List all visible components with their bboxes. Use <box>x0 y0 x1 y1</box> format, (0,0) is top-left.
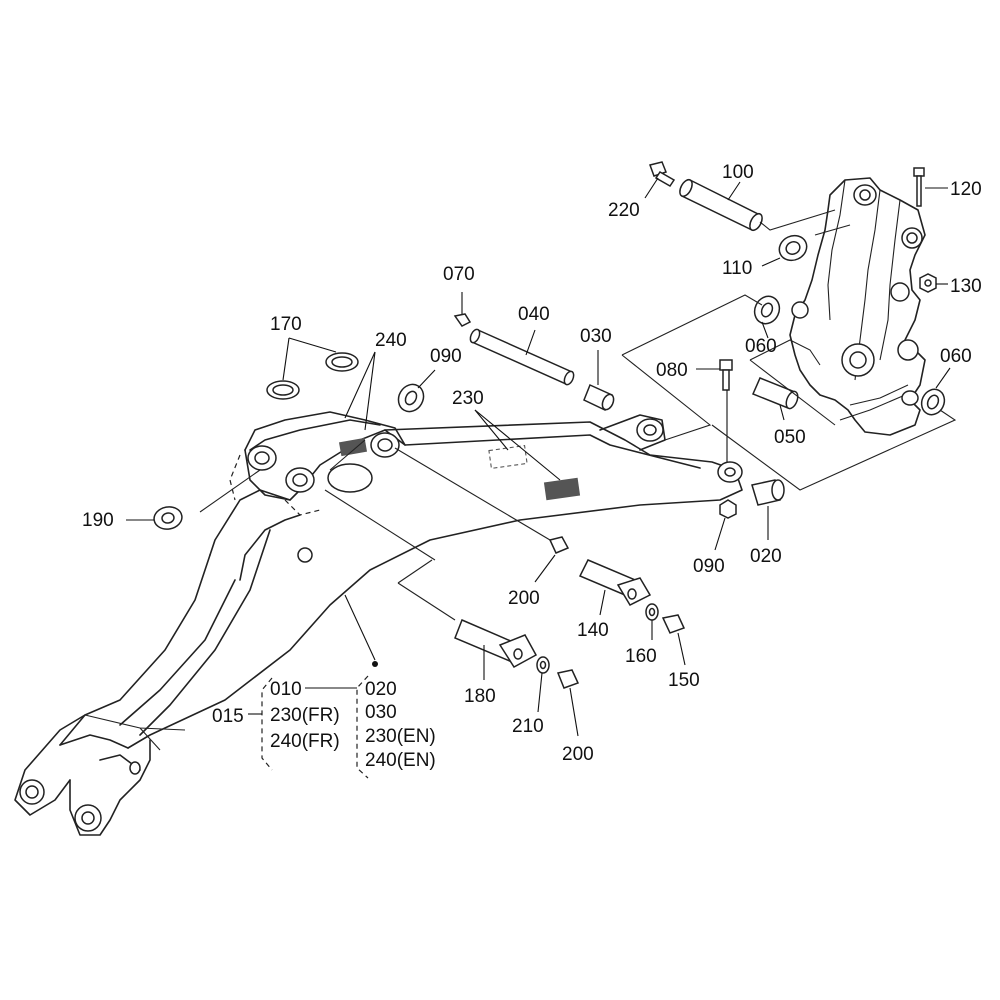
assembly-bracket <box>248 675 369 779</box>
callout-080: 080 <box>656 360 688 381</box>
part-140-pin <box>578 559 652 606</box>
part-070-nipple <box>453 313 472 327</box>
assembly-left-item: 230(FR) <box>270 705 340 726</box>
assembly-right-item: 020 <box>365 679 397 700</box>
callout-090-lower: 090 <box>693 556 725 577</box>
part-030-bushing <box>583 383 615 412</box>
leader-lines <box>126 177 957 737</box>
part-080-bolt <box>719 359 733 391</box>
callout-090-upper: 090 <box>430 346 462 367</box>
part-210-washer <box>536 656 550 674</box>
callout-210: 210 <box>512 716 544 737</box>
callout-230: 230 <box>452 388 484 409</box>
callout-060-upper: 060 <box>745 336 777 357</box>
part-110-washer <box>778 234 808 262</box>
callout-110: 110 <box>722 258 752 279</box>
part-040-pin <box>469 328 575 386</box>
callout-200-lower: 200 <box>562 744 594 765</box>
callout-160: 160 <box>625 646 657 667</box>
part-160-washer <box>645 603 659 621</box>
callout-220: 220 <box>608 200 640 221</box>
callout-060-lower: 060 <box>940 346 972 367</box>
part-150-bolt <box>661 614 686 634</box>
part-170-washer-left <box>266 380 300 400</box>
part-180-pin <box>454 619 538 668</box>
callout-150: 150 <box>668 670 700 691</box>
callout-100: 100 <box>722 162 754 183</box>
assembly-right-item: 030 <box>365 702 397 723</box>
part-100-pin <box>679 178 763 232</box>
assembly-right-item: 240(EN) <box>365 750 436 771</box>
callout-070: 070 <box>443 264 475 285</box>
part-090-nut-lower <box>719 499 737 519</box>
part-120-bolt <box>913 167 925 207</box>
part-200-bolt-lower <box>556 669 580 689</box>
callout-200-upper: 200 <box>508 588 540 609</box>
part-220-bolt <box>649 161 676 187</box>
boom-arm <box>14 411 743 836</box>
callout-170: 170 <box>270 314 302 335</box>
swing-bracket <box>789 177 926 436</box>
callout-040: 040 <box>518 304 550 325</box>
callout-130: 130 <box>950 276 982 297</box>
callout-140: 140 <box>577 620 609 641</box>
assembly-left-item: 240(FR) <box>270 731 340 752</box>
part-060-washer-lower <box>920 388 946 416</box>
callout-120: 120 <box>950 179 982 200</box>
callout-050: 050 <box>774 427 806 448</box>
part-020-bushing <box>751 479 785 506</box>
callout-020: 020 <box>750 546 782 567</box>
assembly-table: 015 010 230(FR) 240(FR) 020 030 230(EN) … <box>212 679 436 771</box>
callout-180: 180 <box>464 686 496 707</box>
assembly-right-item: 230(EN) <box>365 726 436 747</box>
part-090-washer-upper <box>397 383 425 413</box>
part-050-bushing <box>752 377 799 410</box>
part-170-washer-right <box>325 352 359 372</box>
assembly-left-item: 010 <box>270 679 302 700</box>
part-190-washer <box>153 506 183 530</box>
part-130-nut <box>919 273 937 293</box>
part-200-nipple-upper <box>548 536 570 554</box>
part-060-washer-upper <box>753 295 781 325</box>
callout-240: 240 <box>375 330 407 351</box>
callout-190: 190 <box>82 510 114 531</box>
assembly-group-number: 015 <box>212 706 244 727</box>
callout-030: 030 <box>580 326 612 347</box>
callout-labels: 220 100 120 110 130 070 040 030 060 060 … <box>82 162 982 765</box>
